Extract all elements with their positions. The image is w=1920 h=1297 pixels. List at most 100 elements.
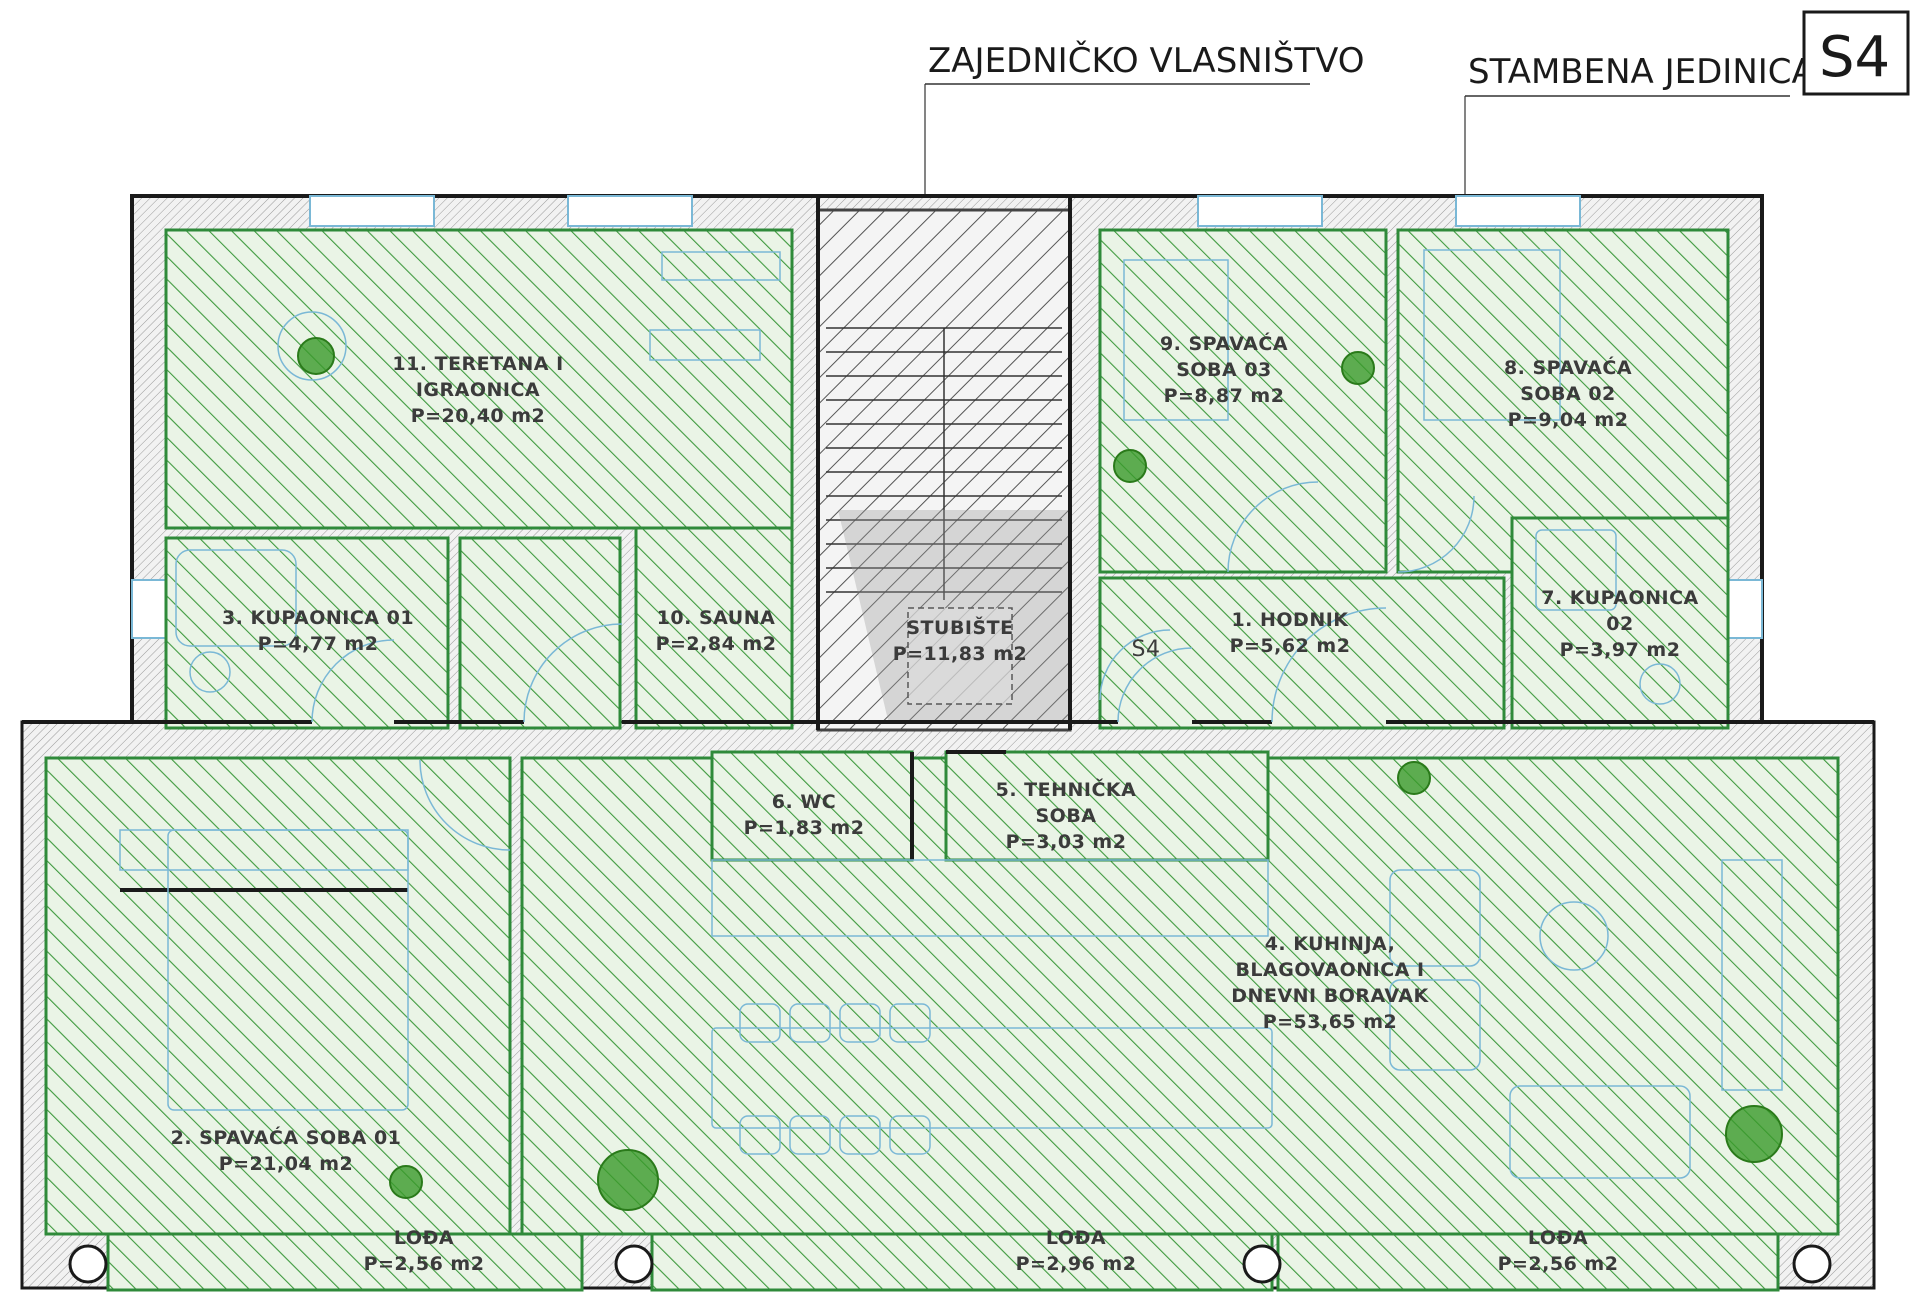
plant-icon [389, 1165, 423, 1199]
door-arc [1227, 481, 1319, 573]
room-label-teretana-2: IGRAONICA [416, 379, 540, 401]
room-label-spavaca-01: 2. SPAVAĆA SOBA 01 [171, 1125, 402, 1149]
room-label-tehnicka-2: SOBA [1035, 805, 1096, 827]
furniture-chair [839, 1115, 881, 1155]
room-area-spavaca-03: P=8,87 m2 [1164, 385, 1285, 407]
furniture-chair [789, 1003, 831, 1043]
room-label-kuhinja-3: DNEVNI BORAVAK [1231, 985, 1429, 1007]
furniture-chair [889, 1115, 931, 1155]
furniture-tv-unit [1721, 859, 1783, 1091]
door-arc [1271, 607, 1387, 723]
loggia-3 [1276, 1232, 1780, 1292]
room-area-kupaonica-02: P=3,97 m2 [1560, 639, 1681, 661]
column [68, 1244, 108, 1284]
room-sauna [634, 526, 794, 730]
room-label-kuhinja-2: BLAGOVAONICA I [1235, 959, 1424, 981]
furniture-bed [1123, 259, 1229, 421]
columns [68, 1244, 1832, 1284]
furniture [119, 249, 1783, 1179]
room-label-teretana: 11. TERETANA I [392, 353, 563, 375]
furniture-fitness [661, 251, 781, 281]
room-label-kuhinja: 4. KUHINJA, [1265, 933, 1396, 955]
stairs [826, 327, 1068, 720]
unit-code-box [1802, 10, 1910, 96]
room-area-stubiste: P=11,83 m2 [893, 643, 1028, 665]
door-arc [311, 639, 395, 723]
room-label-hodnik: 1. HODNIK [1231, 609, 1349, 631]
window [1197, 195, 1323, 227]
logo-watermark [838, 510, 1068, 720]
furniture-toilet [1639, 663, 1681, 705]
furniture-wardrobe [119, 829, 409, 871]
internal-walls [22, 196, 1874, 892]
column [1242, 1244, 1282, 1284]
door-arc [419, 759, 511, 851]
room-area-spavaca-02: P=9,04 m2 [1508, 409, 1629, 431]
doors [311, 481, 1475, 851]
room-area-sauna: P=2,84 m2 [656, 633, 777, 655]
room-label-stubiste: STUBIŠTE [906, 615, 1013, 639]
furniture-armchair [1389, 979, 1481, 1071]
furniture-chair [889, 1003, 931, 1043]
room-area-wc: P=1,83 m2 [744, 817, 865, 839]
unit-code: S4 [1819, 25, 1890, 90]
furniture-chair [739, 1003, 781, 1043]
furniture-sofa [1509, 1085, 1691, 1179]
room-label-wc: 6. WC [772, 791, 836, 813]
room-tehnicka [944, 750, 1270, 862]
plant-icon [1341, 351, 1375, 385]
room-label-spavaca-03: 9. SPAVAĆA [1160, 331, 1288, 355]
stair-label-box [907, 607, 1013, 705]
room-label-kupaonica-01: 3. KUPAONICA 01 [222, 607, 414, 629]
room-area-teretana: P=20,40 m2 [411, 405, 546, 427]
furniture-bed [1423, 249, 1561, 421]
column [614, 1244, 654, 1284]
plant-icon [1397, 761, 1431, 795]
room-tag-hodnik: S4 [1132, 637, 1161, 662]
room-kupaonica-01 [164, 536, 450, 730]
room-area-loda-1: P=2,56 m2 [364, 1253, 485, 1275]
plant-icon [1113, 449, 1147, 483]
plants [297, 337, 1783, 1211]
door-arc [1117, 647, 1193, 723]
window [131, 579, 167, 639]
furniture-ball [277, 311, 347, 381]
loggia-2 [650, 1232, 1274, 1292]
furniture-dining-table [711, 1027, 1273, 1129]
column [1792, 1244, 1832, 1284]
furniture-kitchen-counter [711, 859, 1269, 937]
room-label-sauna: 10. SAUNA [657, 607, 776, 629]
window [1727, 579, 1763, 639]
plant-icon [1725, 1105, 1783, 1163]
room-spavaca-01 [44, 756, 512, 1236]
rooms [44, 208, 1840, 1292]
furniture-chair [789, 1115, 831, 1155]
furniture-armchair [1389, 869, 1481, 967]
furniture-sink [189, 651, 231, 693]
furniture-bathtub [175, 549, 297, 647]
room-area-hodnik: P=5,62 m2 [1230, 635, 1351, 657]
room-area-loda-2: P=2,96 m2 [1016, 1253, 1137, 1275]
plant-icon [297, 337, 335, 375]
room-spavaca-03 [1098, 228, 1388, 574]
window [309, 195, 435, 227]
window [567, 195, 693, 227]
furniture-fitness [649, 329, 761, 361]
furniture-shower [1535, 529, 1617, 611]
header: ZAJEDNIČKO VLASNIŠTVO STAMBENA JEDINICA … [924, 10, 1910, 520]
room-label-spavaca-02: 8. SPAVAĆA [1504, 355, 1632, 379]
door-arc [1397, 495, 1475, 573]
door-arc [1099, 629, 1171, 701]
room-area-kupaonica-01: P=4,77 m2 [258, 633, 379, 655]
loggia-1 [106, 1232, 584, 1292]
room-area-spavaca-01: P=21,04 m2 [219, 1153, 354, 1175]
room-kupaonica-02 [1510, 516, 1730, 730]
room-hodnik [1098, 576, 1506, 730]
common-ownership-title: ZAJEDNIČKO VLASNIŠTVO [928, 40, 1365, 81]
room-label-spavaca-02-2: SOBA 02 [1520, 383, 1616, 405]
room-label-kupaonica-02-2: 02 [1606, 613, 1633, 635]
room-spavaca-02 [1396, 228, 1730, 574]
room-label-tehnicka: 5. TEHNIČKA [996, 777, 1137, 801]
furniture-chair [839, 1003, 881, 1043]
